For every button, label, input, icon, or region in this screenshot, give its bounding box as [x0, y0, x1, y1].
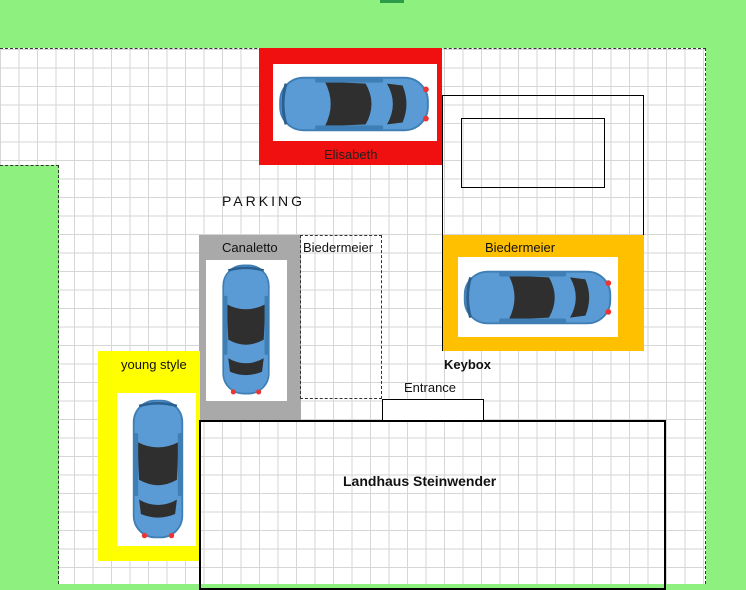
house-landhaus — [199, 420, 666, 590]
label-young-style: young style — [121, 357, 187, 372]
entrance-step[interactable] — [382, 399, 484, 422]
label-biedermeier: Biedermeier — [485, 240, 556, 255]
lawn-left — [0, 165, 59, 584]
car-icon — [124, 397, 192, 541]
car-icon — [275, 70, 433, 138]
car-icon — [212, 262, 280, 397]
spot-biedermeier-outline[interactable] — [300, 235, 382, 399]
label-parking: PARKING — [222, 193, 305, 209]
label-elisabeth: Elisabeth — [324, 147, 378, 162]
top-marker — [380, 0, 404, 3]
label-entrance: Entrance — [404, 380, 457, 395]
label-keybox: Keybox — [444, 357, 491, 372]
car-icon — [460, 264, 615, 331]
label-canaletto: Canaletto — [222, 240, 278, 255]
label-house: Landhaus Steinwender — [343, 473, 497, 489]
label-biedermeier-outline: Biedermeier — [303, 240, 374, 255]
annex-window — [461, 118, 605, 188]
